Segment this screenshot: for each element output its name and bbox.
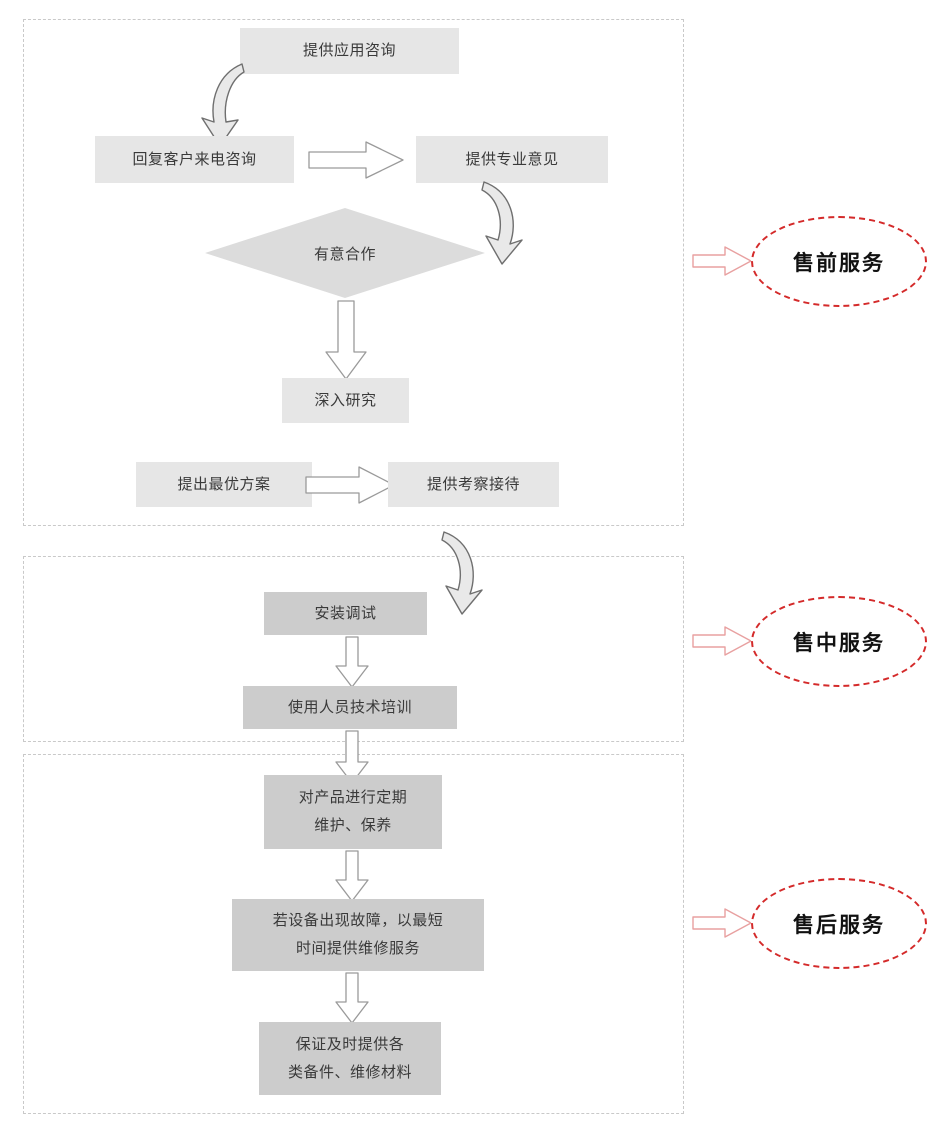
diamond-shape (205, 208, 485, 298)
process-node-6[interactable]: 提出最优方案 (136, 462, 312, 507)
block-arrow-down-icon-1 (325, 300, 367, 380)
process-node-12[interactable]: 保证及时提供各 类备件、维修材料 (259, 1022, 441, 1095)
process-node-11[interactable]: 若设备出现故障，以最短 时间提供维修服务 (232, 899, 484, 971)
block-arrow-down-icon-5 (335, 972, 369, 1024)
section-tag-mid-sales-label: 售中服务 (793, 631, 885, 655)
section-tag-post-sales-label: 售后服务 (793, 913, 885, 937)
curved-down-arrow-icon-1 (201, 63, 245, 147)
block-arrow-down-icon-4 (335, 850, 369, 902)
red-block-arrow-right-icon-1 (692, 246, 752, 276)
decision-node-4-label: 有意合作 (313, 245, 376, 263)
process-node-9[interactable]: 使用人员技术培训 (243, 686, 457, 729)
process-node-1[interactable]: 提供应用咨询 (240, 28, 459, 74)
process-node-5[interactable]: 深入研究 (282, 378, 409, 423)
block-arrow-right-icon-2 (305, 466, 395, 504)
process-node-3[interactable]: 提供专业意见 (416, 136, 608, 183)
section-tag-pre-sales-label: 售前服务 (793, 251, 885, 275)
process-node-2[interactable]: 回复客户来电咨询 (95, 136, 294, 183)
red-block-arrow-right-icon-2 (692, 626, 752, 656)
curved-down-arrow-icon-2 (481, 181, 523, 265)
section-tag-post-sales[interactable]: 售后服务 (751, 878, 927, 969)
block-arrow-right-icon-1 (308, 141, 404, 179)
block-arrow-down-icon-3 (335, 730, 369, 784)
process-node-7[interactable]: 提供考察接待 (388, 462, 559, 507)
process-node-10[interactable]: 对产品进行定期 维护、保养 (264, 775, 442, 849)
section-frame-pre-sales (23, 19, 684, 526)
block-arrow-down-icon-2 (335, 636, 369, 688)
red-block-arrow-right-icon-3 (692, 908, 752, 938)
process-node-8[interactable]: 安装调试 (264, 592, 427, 635)
curved-down-arrow-icon-3 (441, 531, 483, 615)
section-tag-pre-sales[interactable]: 售前服务 (751, 216, 927, 307)
section-tag-mid-sales[interactable]: 售中服务 (751, 596, 927, 687)
decision-node-4[interactable]: 有意合作 (205, 208, 485, 298)
